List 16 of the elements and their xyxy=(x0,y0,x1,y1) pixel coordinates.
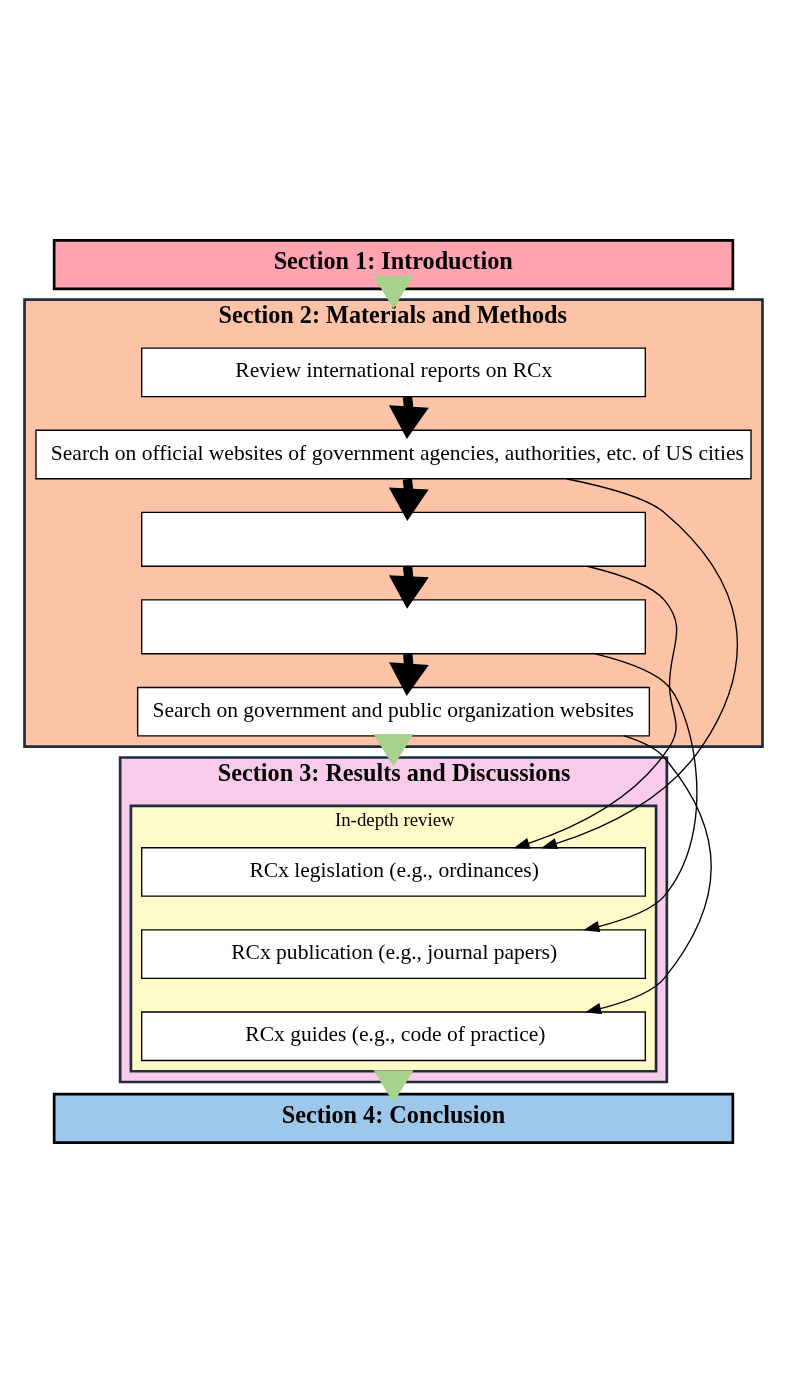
arrow xyxy=(373,733,414,766)
node-box xyxy=(141,598,646,654)
node-box: RCx publication (e.g., journal papers) xyxy=(141,928,646,979)
node-box: Review international reports on RCx xyxy=(141,346,646,397)
arrow xyxy=(540,477,739,849)
node-box: Search on government and public organization websites xyxy=(136,686,651,737)
arrow xyxy=(373,1069,414,1103)
node-box: Section 4: Conclusion xyxy=(52,1092,735,1144)
arrow xyxy=(583,652,698,932)
arrow xyxy=(585,734,712,1014)
node-box: RCx legislation (e.g., ordinances) xyxy=(141,846,646,897)
node-box: Search on official websites of government agencies, authorities, etc. of US cities xyxy=(35,429,752,479)
node-box: RCx guides (e.g., code of practice) xyxy=(141,1010,646,1061)
node-box xyxy=(141,511,646,567)
arrow xyxy=(513,565,678,849)
arrow xyxy=(373,275,414,309)
